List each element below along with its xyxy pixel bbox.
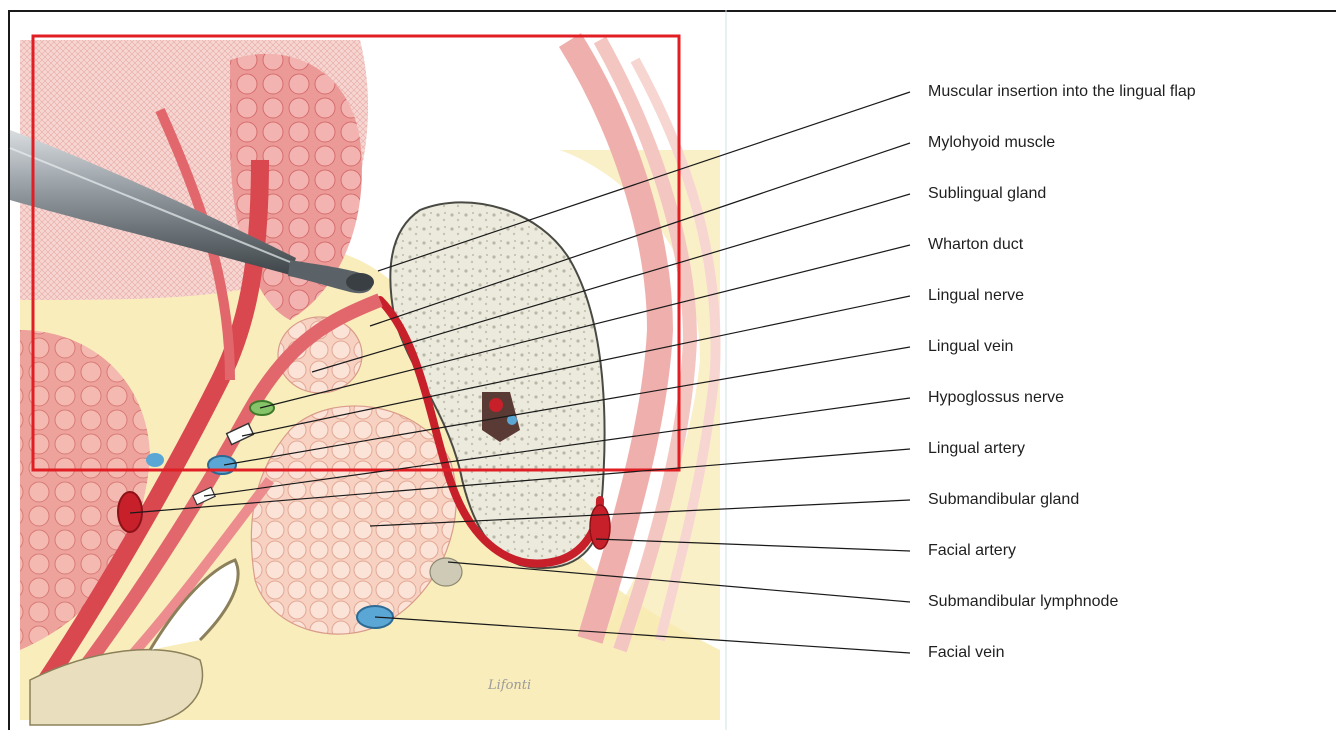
label-submandibular-gland: Submandibular gland	[928, 490, 1079, 510]
label-facial-artery: Facial artery	[928, 541, 1016, 561]
label-facial-vein: Facial vein	[928, 643, 1004, 663]
label-sublingual-gland: Sublingual gland	[928, 184, 1046, 204]
label-hypoglossus-nerve: Hypoglossus nerve	[928, 388, 1064, 408]
label-mylohyoid-muscle: Mylohyoid muscle	[928, 133, 1055, 153]
label-lingual-nerve: Lingual nerve	[928, 286, 1024, 306]
label-lingual-artery: Lingual artery	[928, 439, 1025, 459]
artist-signature: Lifonti	[488, 678, 531, 693]
label-submandibular-lymphnode: Submandibular lymphnode	[928, 592, 1118, 612]
label-muscular-insertion: Muscular insertion into the lingual flap	[928, 82, 1196, 102]
label-lingual-vein: Lingual vein	[928, 337, 1013, 357]
label-wharton-duct: Wharton duct	[928, 235, 1023, 255]
